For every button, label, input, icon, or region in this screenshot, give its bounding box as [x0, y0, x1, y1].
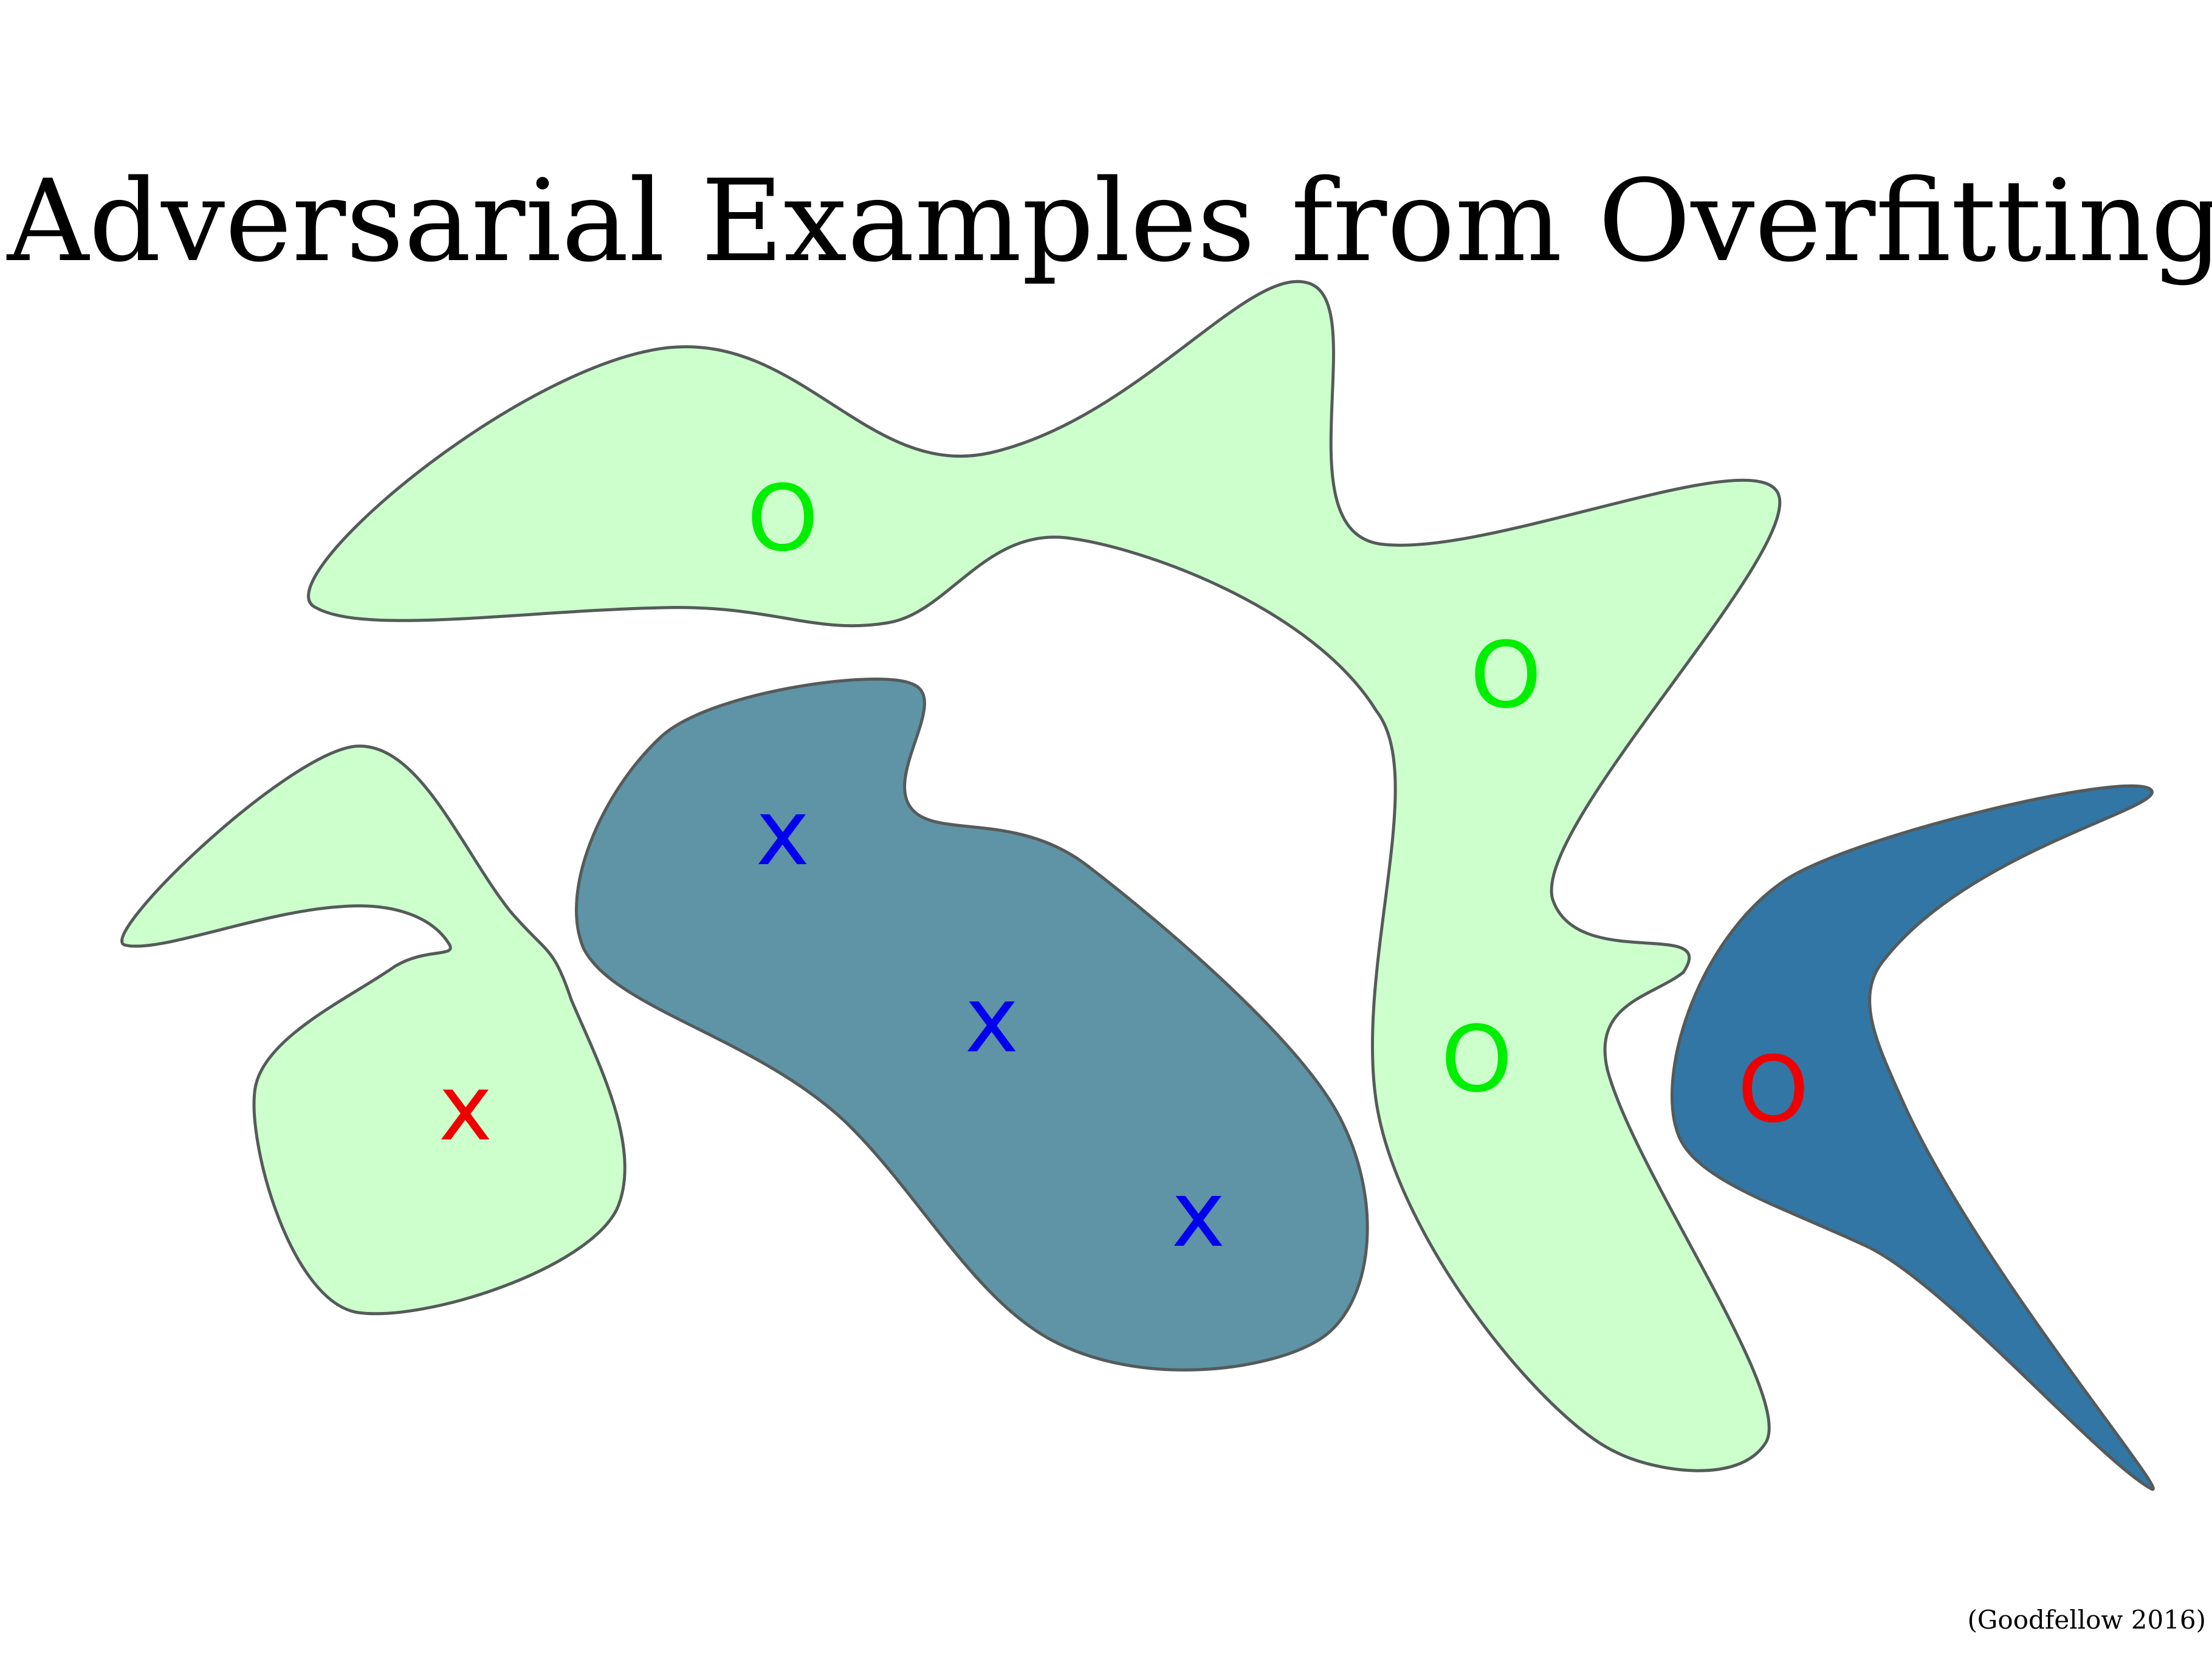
marker-x-red: x — [439, 1056, 493, 1161]
marker-o-red: O — [1737, 1037, 1809, 1143]
blue-region — [1671, 784, 2155, 1491]
marker-o-green-lower-right: O — [1441, 1007, 1513, 1113]
marker-o-green-top: O — [747, 466, 819, 572]
green-region-small — [120, 744, 627, 1316]
citation: (Goodfellow 2016) — [1967, 1605, 2206, 1635]
green-region-large — [307, 280, 1782, 1472]
teal-region — [575, 678, 1369, 1372]
marker-x-blue-3: x — [1172, 1162, 1226, 1268]
marker-o-green-mid-right: O — [1470, 623, 1542, 729]
slide-title: Adversarial Examples from Overfitting — [6, 155, 2212, 287]
marker-x-blue-1: x — [756, 780, 810, 886]
marker-x-blue-2: x — [965, 967, 1019, 1073]
